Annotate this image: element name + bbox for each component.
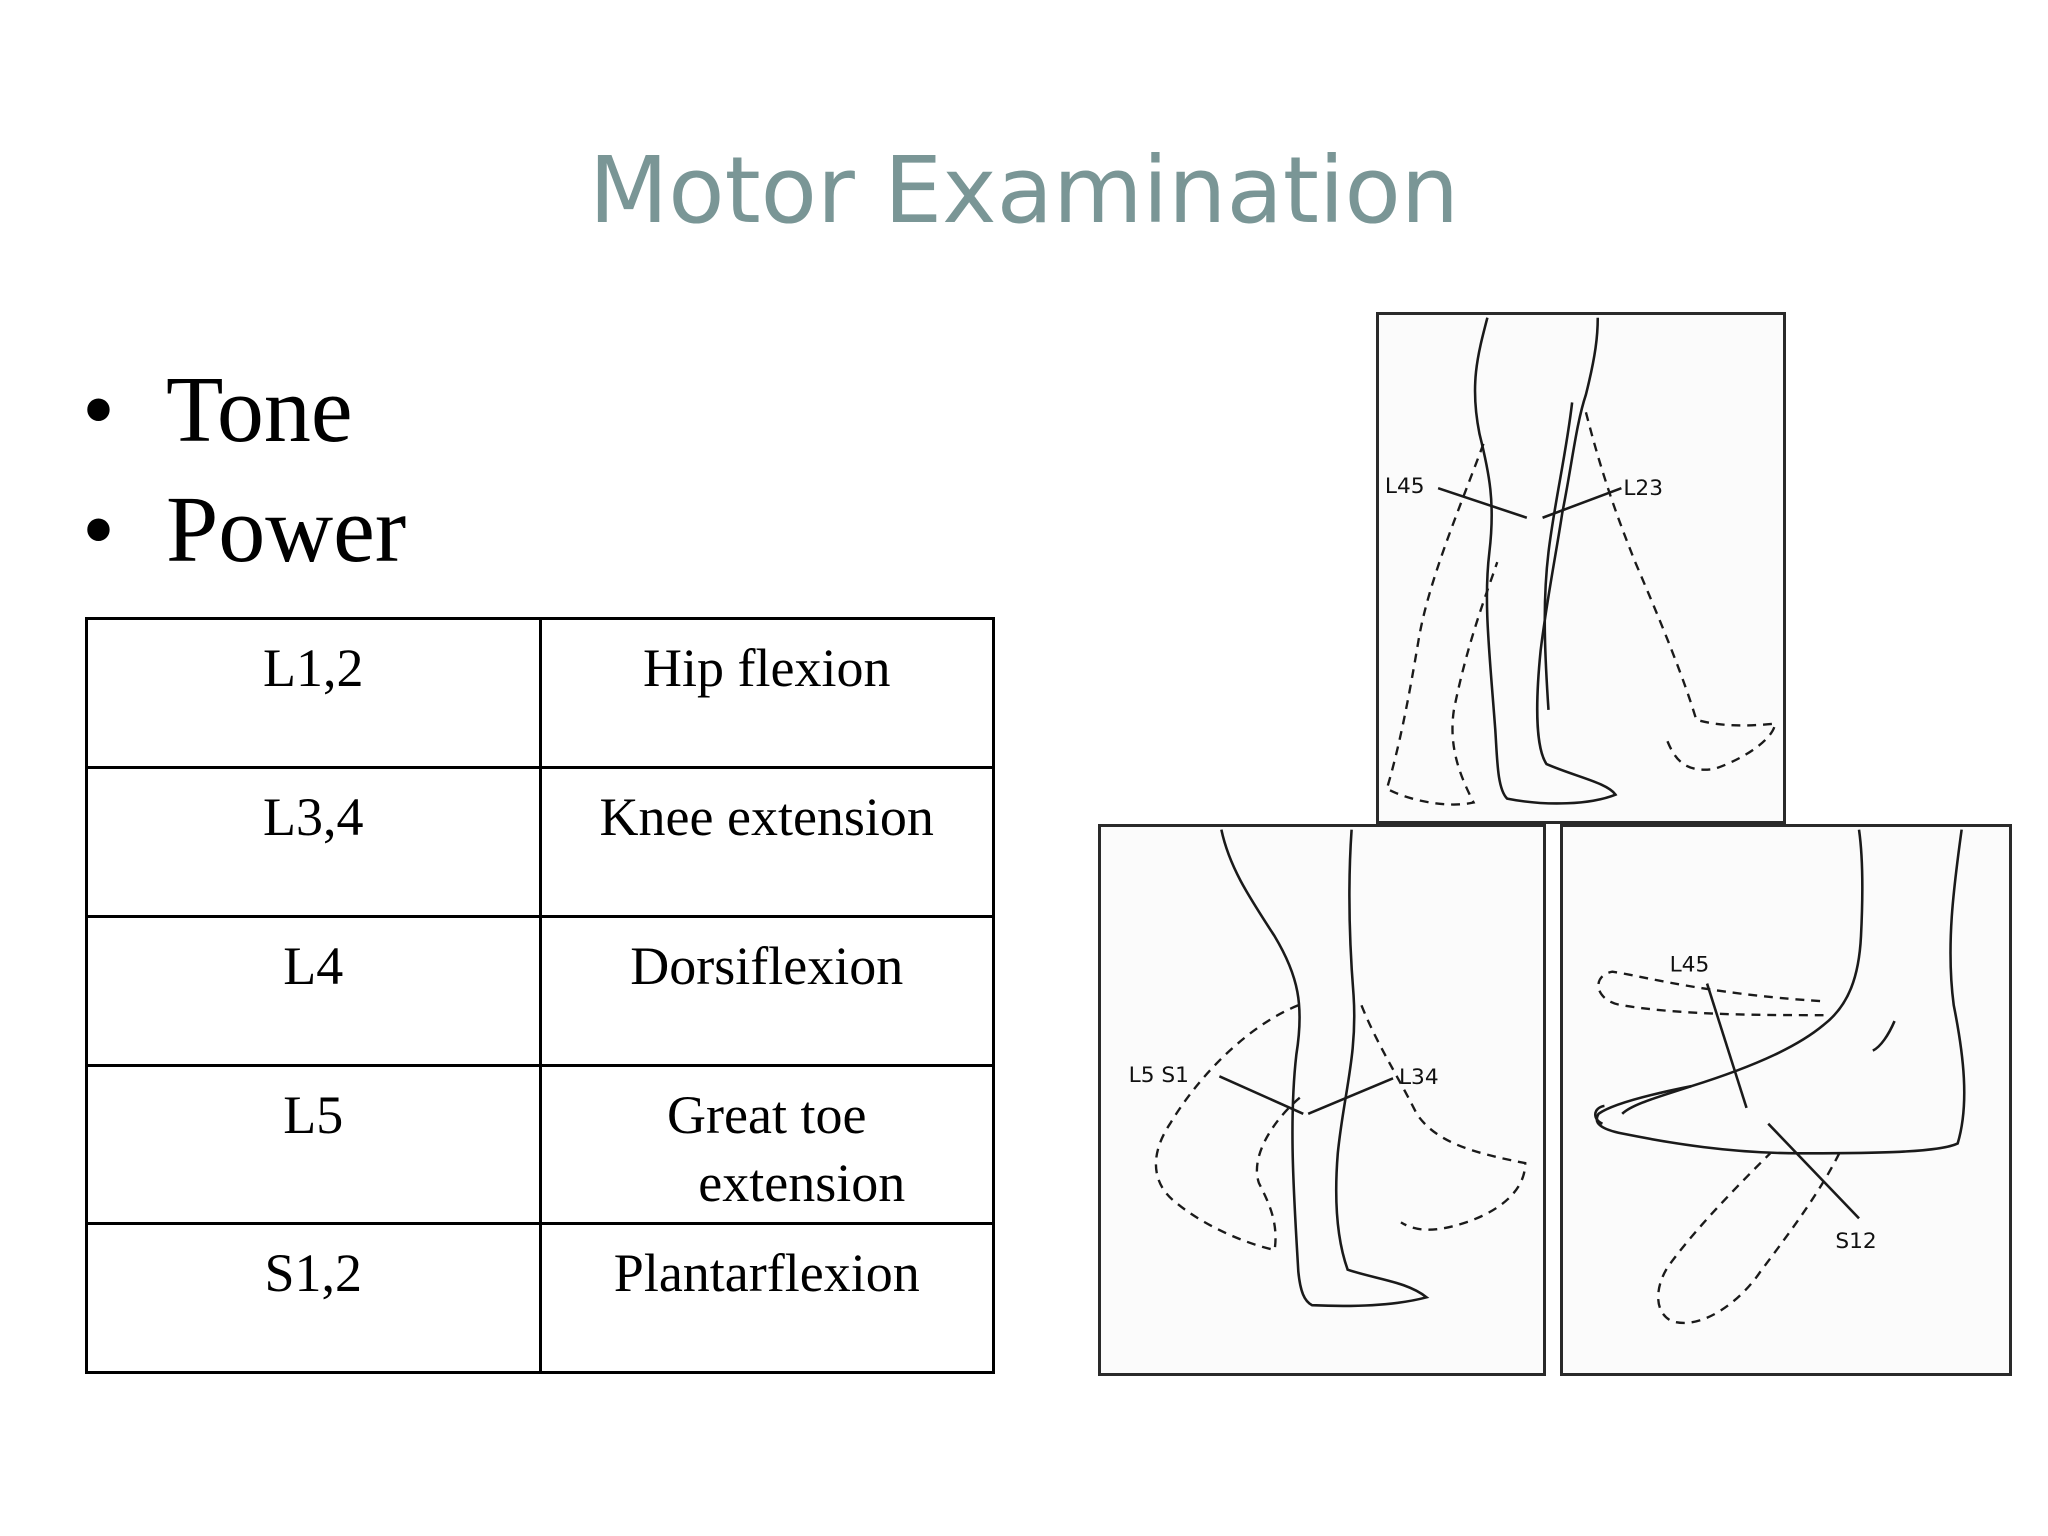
action-cell: Plantarflexion: [538, 1222, 995, 1374]
figure-label: L5 S1: [1129, 1063, 1189, 1088]
bullet-text: Power: [166, 478, 407, 582]
table-row: S1,2 Plantarflexion: [85, 1222, 995, 1374]
arrow: [1767, 1122, 1860, 1220]
root-cell: L4: [85, 915, 542, 1067]
arrow: [1218, 1075, 1304, 1115]
root-action-table: L1,2 Hip flexion L3,4 Knee extension L4 …: [85, 617, 995, 1374]
foot-illustration-icon: L45 S12: [1594, 829, 1966, 1324]
bullet-icon: •: [82, 358, 115, 462]
bullet-icon: •: [82, 478, 115, 582]
figure-label: L34: [1399, 1065, 1439, 1090]
bullet-item: • Power: [82, 470, 406, 590]
bullet-list: • Tone • Power: [82, 350, 406, 590]
table-row: L3,4 Knee extension: [85, 766, 995, 918]
table-row: L5 Great toe extension: [85, 1064, 995, 1225]
action-cell: Great toe extension: [538, 1064, 995, 1225]
root-cell: L5: [85, 1064, 542, 1225]
leg-illustration-icon: L45 L23: [1385, 317, 1777, 806]
action-cell: Dorsiflexion: [538, 915, 995, 1067]
table-row: L4 Dorsiflexion: [85, 915, 995, 1067]
root-cell: L1,2: [85, 617, 542, 769]
bullet-text: Tone: [166, 358, 353, 462]
figure-label: L45: [1670, 953, 1710, 978]
figure-knee-movement: L5 S1 L34: [1098, 824, 1546, 1376]
action-cell: Knee extension: [538, 766, 995, 918]
arrow: [1542, 486, 1622, 519]
figure-hip-movement: L45 L23: [1376, 312, 1786, 824]
arrow: [1705, 983, 1748, 1109]
root-cell: S1,2: [85, 1222, 542, 1374]
figure-label: S12: [1835, 1229, 1876, 1254]
figure-label: L23: [1623, 476, 1663, 501]
action-line: Great toe: [667, 1085, 867, 1145]
figure-label: L45: [1385, 474, 1425, 499]
bullet-item: • Tone: [82, 350, 406, 470]
figure-ankle-movement: L45 S12: [1560, 824, 2012, 1376]
arrow: [1437, 486, 1528, 519]
root-cell: L3,4: [85, 766, 542, 918]
action-line: extension: [698, 1153, 906, 1213]
action-cell: Hip flexion: [538, 617, 995, 769]
slide-title: Motor Examination: [588, 137, 1460, 244]
arrow: [1307, 1077, 1394, 1115]
table-row: L1,2 Hip flexion: [85, 617, 995, 769]
leg-illustration-icon: L5 S1 L34: [1129, 829, 1527, 1308]
